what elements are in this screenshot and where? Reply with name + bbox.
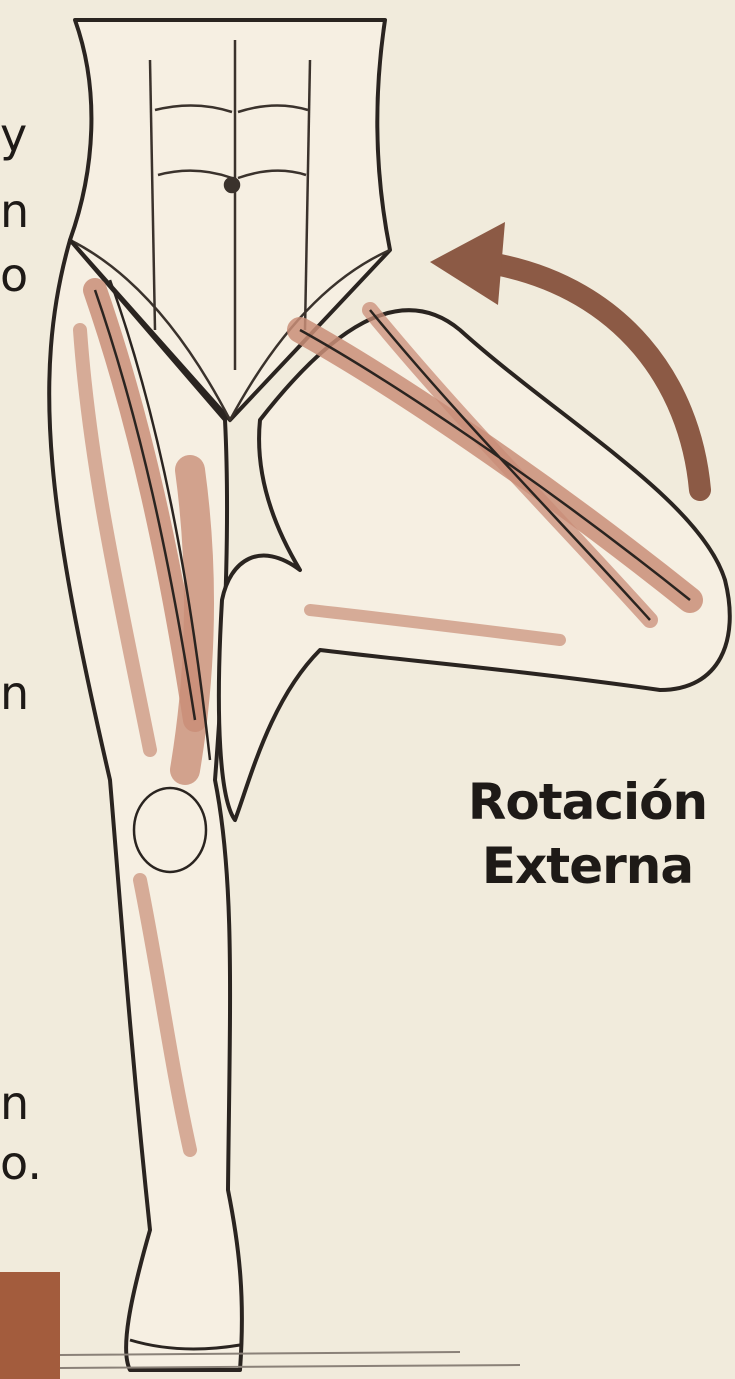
- left-text-fragment: n: [0, 670, 29, 716]
- caption-line-2: Externa: [440, 834, 735, 898]
- left-text-fragment: o.: [0, 1140, 42, 1186]
- left-text-fragment: n: [0, 188, 29, 234]
- caption-line-1: Rotación: [440, 770, 735, 834]
- left-text-fragment: y: [0, 112, 27, 158]
- raised-leg: [219, 310, 730, 820]
- accent-block: [0, 1272, 60, 1379]
- rotation-caption: Rotación Externa: [440, 770, 735, 898]
- left-text-fragment: n: [0, 1080, 29, 1126]
- left-text-fragment: o: [0, 252, 28, 298]
